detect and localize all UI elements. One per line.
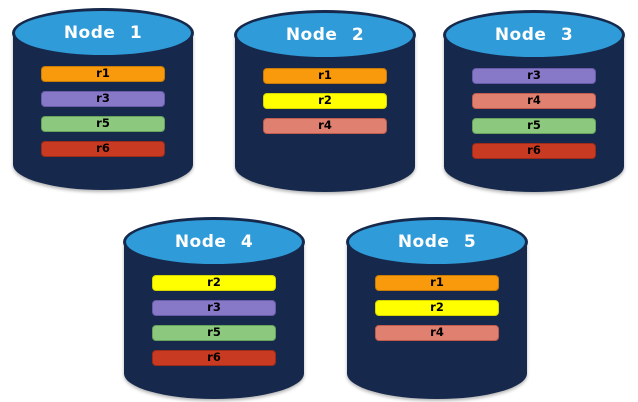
node-title: Node 5: [397, 231, 477, 252]
replica-list: r1 r2 r4: [375, 275, 499, 341]
node-4-cylinder: Node 4 r2 r3 r5 r6: [123, 217, 305, 401]
replica-bar-r1: r1: [41, 66, 165, 82]
node-3-cylinder: Node 3 r3 r4 r5 r6: [443, 10, 625, 194]
replica-label: r3: [527, 68, 541, 83]
replica-list: r1 r3 r5 r6: [41, 66, 165, 157]
database-cylinder-top: Node 1: [12, 8, 194, 58]
replica-label: r1: [96, 66, 110, 81]
database-cylinder-body: [13, 32, 193, 190]
replica-label: r2: [430, 300, 444, 315]
replica-list: r3 r4 r5 r6: [472, 68, 596, 159]
node-title: Node 2: [285, 24, 365, 45]
replica-bar-r5: r5: [472, 118, 596, 134]
replica-bar-r2: r2: [375, 300, 499, 316]
node-title: Node 3: [494, 24, 574, 45]
node-5-cylinder: Node 5 r1 r2 r4: [346, 217, 528, 401]
database-cylinder-body: [444, 34, 624, 192]
replica-bar-r1: r1: [263, 68, 387, 84]
database-cylinder-top: Node 4: [123, 217, 305, 267]
replica-label: r4: [318, 118, 332, 133]
replica-label: r5: [527, 118, 541, 133]
replica-list: r1 r2 r4: [263, 68, 387, 134]
node-2-cylinder: Node 2 r1 r2 r4: [234, 10, 416, 194]
database-cylinder-body: [347, 241, 527, 399]
replica-bar-r4: r4: [263, 118, 387, 134]
node-1-cylinder: Node 1 r1 r3 r5 r6: [12, 8, 194, 192]
replica-label: r1: [430, 275, 444, 290]
replica-label: r5: [207, 325, 221, 340]
replica-bar-r1: r1: [375, 275, 499, 291]
replica-label: r5: [96, 116, 110, 131]
replica-label: r3: [96, 91, 110, 106]
replica-bar-r2: r2: [152, 275, 276, 291]
replica-label: r3: [207, 300, 221, 315]
replica-label: r2: [318, 93, 332, 108]
replica-bar-r6: r6: [472, 143, 596, 159]
replica-bar-r5: r5: [152, 325, 276, 341]
node-title: Node 1: [63, 22, 143, 43]
database-cylinder-top: Node 3: [443, 10, 625, 60]
replica-label: r6: [96, 141, 110, 156]
replica-label: r2: [207, 275, 221, 290]
replica-bar-r4: r4: [472, 93, 596, 109]
replica-label: r4: [430, 325, 444, 340]
replica-bar-r6: r6: [41, 141, 165, 157]
replica-label: r6: [527, 143, 541, 158]
replica-bar-r2: r2: [263, 93, 387, 109]
database-cylinder-top: Node 5: [346, 217, 528, 267]
database-cylinder-body: [124, 241, 304, 399]
replica-bar-r3: r3: [41, 91, 165, 107]
replica-bar-r3: r3: [152, 300, 276, 316]
replica-label: r1: [318, 68, 332, 83]
replica-label: r6: [207, 350, 221, 365]
replica-list: r2 r3 r5 r6: [152, 275, 276, 366]
replica-bar-r3: r3: [472, 68, 596, 84]
replica-bar-r6: r6: [152, 350, 276, 366]
replica-label: r4: [527, 93, 541, 108]
database-cylinder-top: Node 2: [234, 10, 416, 60]
database-cylinder-body: [235, 34, 415, 192]
replica-bar-r5: r5: [41, 116, 165, 132]
replica-bar-r4: r4: [375, 325, 499, 341]
node-title: Node 4: [174, 231, 254, 252]
